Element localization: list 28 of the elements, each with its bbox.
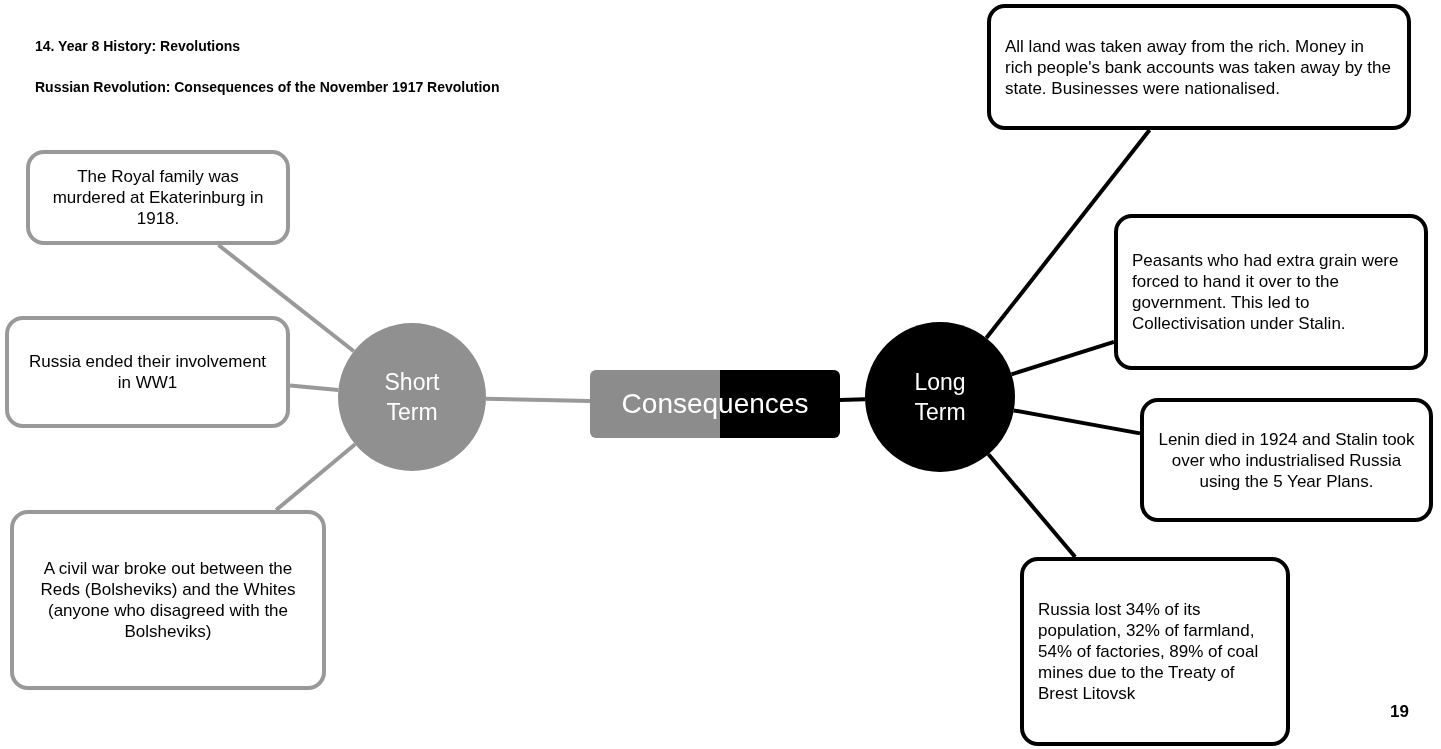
box-text: Peasants who had extra grain were forced to hand it over to the government. This led to Collectivisation under Stalin. [1132, 250, 1400, 334]
connector-line [839, 397, 866, 403]
connector-line [274, 442, 357, 512]
text-box [1140, 398, 1433, 522]
page-number: 19 [1390, 702, 1409, 722]
connector-line [289, 383, 339, 393]
text-box [10, 510, 326, 690]
box-text: All land was taken away from the rich. Money in rich people's bank accounts was taken away by the state. Businesses were nationalised. [1005, 35, 1392, 99]
title: 14. Year 8 History: Revolutions [35, 38, 241, 54]
connector-line [217, 243, 356, 353]
connector-line [485, 396, 591, 404]
topic-label: Long Term [913, 368, 967, 427]
box-text: The Royal family was murdered at Ekaterinburg in 1918. [51, 166, 265, 229]
box-text: Russia lost 34% of its population, 32% of farmland, 54% of factories, 89% of coal mines due to the Treaty of Brest Litovsk [1038, 599, 1260, 704]
connector-line [1010, 339, 1115, 377]
subtitle: Russian Revolution: Consequences of the November 1917 Revolution [35, 79, 500, 95]
connector-line [986, 453, 1077, 559]
box-text: A civil war broke out between the Reds (Bolsheviks) and the Whites (anyone who disagreed with the Bolsheviks) [39, 558, 297, 642]
box-text: Russia ended their involvement in WW1 [27, 351, 268, 393]
text-box [1020, 557, 1290, 746]
connector-line [1013, 408, 1141, 436]
topic-label: Short Term [383, 368, 441, 427]
text-box [1114, 214, 1428, 370]
connector-line [984, 128, 1152, 340]
text-box [26, 150, 290, 245]
text-box [5, 316, 290, 428]
text-box [987, 4, 1411, 130]
box-text: Lenin died in 1924 and Stalin took over who industrialised Russia using the 5 Year Plans. [1158, 428, 1415, 492]
